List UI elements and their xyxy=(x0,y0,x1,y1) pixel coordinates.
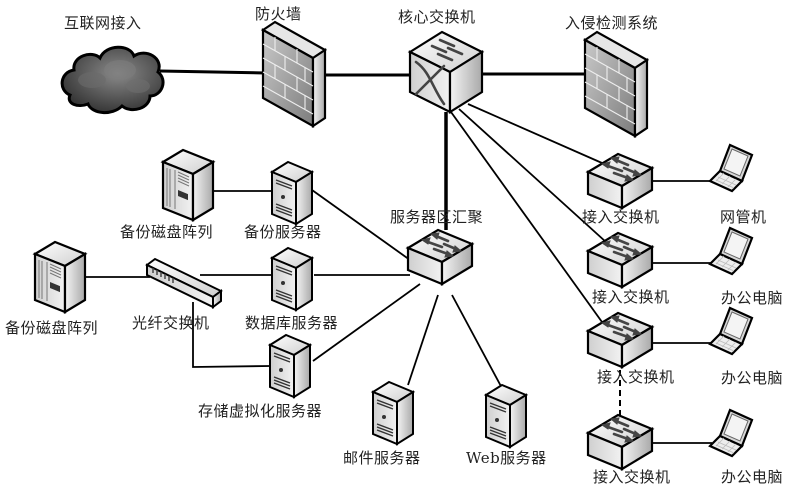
office-laptop-3-icon[interactable] xyxy=(708,408,754,458)
label-access-switch-4: 接入交换机 xyxy=(593,468,671,486)
access-switch-2-icon[interactable] xyxy=(586,231,654,289)
link-core-access-2 xyxy=(458,108,607,243)
links xyxy=(85,69,712,444)
core-switch-icon[interactable] xyxy=(407,30,485,114)
link-core-access-1 xyxy=(467,103,603,164)
fiber-switch-icon[interactable] xyxy=(145,257,223,309)
label-backup-server: 备份服务器 xyxy=(244,223,322,241)
label-db-server: 数据库服务器 xyxy=(245,314,339,332)
link-aggregation-web xyxy=(451,294,504,391)
label-disk-array-2: 备份磁盘阵列 xyxy=(5,319,99,337)
access-switch-3-icon[interactable] xyxy=(586,311,654,369)
label-access-switch-2: 接入交换机 xyxy=(592,288,670,306)
mail-server-icon[interactable] xyxy=(372,381,414,445)
aggregation-switch-icon[interactable] xyxy=(406,228,474,286)
label-office-pc-1: 办公电脑 xyxy=(721,289,784,307)
access-switch-4-icon[interactable] xyxy=(586,413,654,471)
label-core-switch: 核心交换机 xyxy=(398,8,476,26)
label-office-pc-2: 办公电脑 xyxy=(721,369,784,387)
label-disk-array-1: 备份磁盘阵列 xyxy=(120,223,214,241)
link-backup-aggregation xyxy=(311,189,411,261)
backup-server-icon[interactable] xyxy=(271,161,313,225)
disk-array-2-icon[interactable] xyxy=(33,240,87,314)
label-mail-server: 邮件服务器 xyxy=(343,449,421,467)
db-server-icon[interactable] xyxy=(271,247,313,311)
label-storage-virt-server: 存储虚拟化服务器 xyxy=(198,402,323,420)
label-server-aggregation: 服务器区汇聚 xyxy=(390,208,484,226)
disk-array-1-icon[interactable] xyxy=(161,148,215,222)
label-nms-pc: 网管机 xyxy=(720,208,767,226)
label-ids: 入侵检测系统 xyxy=(565,14,659,32)
label-firewall: 防火墙 xyxy=(255,5,302,23)
link-core-access-3 xyxy=(450,111,603,323)
office-laptop-2-icon[interactable] xyxy=(708,306,754,356)
web-server-icon[interactable] xyxy=(485,384,527,448)
link-fiber-storage xyxy=(192,302,271,368)
link-aggregation-mail xyxy=(407,294,439,386)
nms-laptop-icon[interactable] xyxy=(708,143,754,193)
link-storage-aggregation xyxy=(312,283,421,362)
label-fiber-switch: 光纤交换机 xyxy=(132,314,210,332)
office-laptop-1-icon[interactable] xyxy=(708,226,754,276)
cloud-icon[interactable] xyxy=(60,45,165,114)
link-internet-firewall xyxy=(159,69,266,75)
label-access-switch-1: 接入交换机 xyxy=(582,208,660,226)
label-office-pc-3: 办公电脑 xyxy=(721,468,784,486)
firewall-icon[interactable] xyxy=(261,20,327,128)
storage-virt-server-icon[interactable] xyxy=(269,334,311,398)
access-switch-1-icon[interactable] xyxy=(586,152,654,210)
label-internet: 互联网接入 xyxy=(64,14,142,32)
label-access-switch-3: 接入交换机 xyxy=(597,368,675,386)
label-web-server: Web服务器 xyxy=(466,449,547,467)
ids-firewall-icon[interactable] xyxy=(583,30,649,138)
